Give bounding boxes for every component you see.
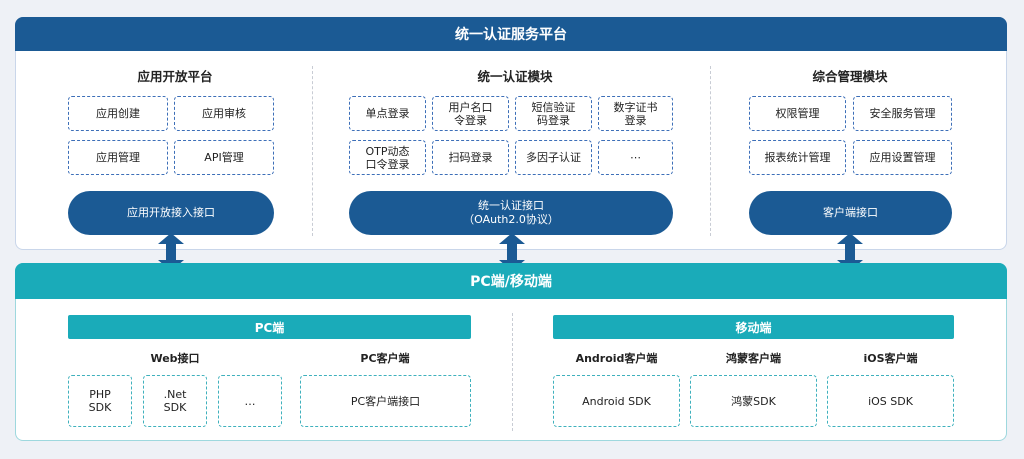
android-client-label: Android客户端 [575,352,658,365]
pc-client-interface-box: PC客户端接口 [300,375,471,427]
web-interface-label: Web接口 [150,352,200,365]
client-endpoint-title: PC端/移动端 [15,263,1007,299]
app-manage-box: 应用管理 [68,140,168,175]
app-review-box: 应用审核 [174,96,274,131]
pill-label: 客户端接口 [823,206,878,219]
bidirectional-arrow-icon [158,233,184,271]
password-login-box: 用户名口 令登录 [432,96,509,131]
auth-platform-title: 统一认证服务平台 [15,17,1007,51]
mfa-box: 多因子认证 [515,140,592,175]
sms-login-box: 短信验证 码登录 [515,96,592,131]
column-divider [512,313,513,431]
security-service-box: 安全服务管理 [853,96,952,131]
bidirectional-arrow-icon [499,233,525,271]
api-manage-box: API管理 [174,140,274,175]
harmony-client-label: 鸿蒙客户端 [726,352,781,365]
sso-box: 单点登录 [349,96,426,131]
report-stats-box: 报表统计管理 [749,140,846,175]
more-sdk-box: … [218,375,282,427]
cert-login-box: 数字证书 登录 [598,96,673,131]
integrated-management-title: 综合管理模块 [812,69,888,84]
ios-sdk-box: iOS SDK [827,375,954,427]
column-divider [710,66,711,236]
pill-sublabel: （OAuth2.0协议） [463,213,559,226]
app-create-box: 应用创建 [68,96,168,131]
harmony-sdk-box: 鸿蒙SDK [690,375,817,427]
ios-client-label: iOS客户端 [863,352,918,365]
mobile-section-title: 移动端 [553,315,954,339]
pill-label: 统一认证接口 [478,199,544,212]
qr-login-box: 扫码登录 [432,140,509,175]
php-sdk-box: PHP SDK [68,375,132,427]
otp-login-box: OTP动态 口令登录 [349,140,426,175]
permission-manage-box: 权限管理 [749,96,846,131]
dotnet-sdk-box: .Net SDK [143,375,207,427]
unified-auth-module-title: 统一认证模块 [477,69,553,84]
app-settings-box: 应用设置管理 [853,140,952,175]
pc-section-title: PC端 [68,315,471,339]
app-open-access-interface-pill: 应用开放接入接口 [68,191,274,235]
pc-client-label: PC客户端 [360,352,410,365]
bidirectional-arrow-icon [837,233,863,271]
pill-label: 应用开放接入接口 [127,206,215,219]
more-methods-box: ⋯ [598,140,673,175]
client-interface-pill: 客户端接口 [749,191,952,235]
android-sdk-box: Android SDK [553,375,680,427]
unified-auth-interface-pill: 统一认证接口 （OAuth2.0协议） [349,191,673,235]
app-open-platform-title: 应用开放平台 [137,69,213,84]
column-divider [312,66,313,236]
